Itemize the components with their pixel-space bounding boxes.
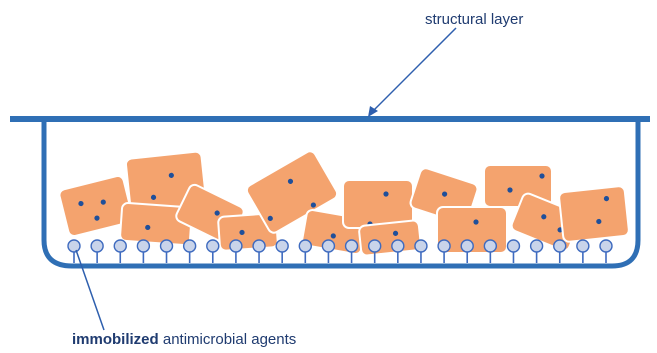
nucleus-dot bbox=[507, 187, 512, 192]
antimicrobial-agent-icon bbox=[91, 240, 103, 263]
agent-head bbox=[207, 240, 219, 252]
antimicrobial-agent-icon bbox=[299, 240, 311, 263]
agent-head bbox=[507, 240, 519, 252]
antimicrobial-agent-icon bbox=[230, 240, 242, 263]
antimicrobial-agent-icon bbox=[184, 240, 196, 263]
bottom-label: immobilized antimicrobial agents bbox=[72, 331, 296, 348]
agent-head bbox=[369, 240, 381, 252]
bottom-label-rest: antimicrobial agents bbox=[159, 331, 297, 348]
antimicrobial-agent-icon bbox=[600, 240, 612, 263]
structural-layer-bar bbox=[10, 116, 650, 122]
agent-head bbox=[68, 240, 80, 252]
agent-head bbox=[392, 240, 404, 252]
agent-head bbox=[91, 240, 103, 252]
agent-head bbox=[137, 240, 149, 252]
antimicrobial-agent-icon bbox=[68, 240, 80, 263]
agent-head bbox=[415, 240, 427, 252]
agent-head bbox=[461, 240, 473, 252]
antimicrobial-agent-icon bbox=[415, 240, 427, 263]
antimicrobial-agent-icon bbox=[161, 240, 173, 263]
agent-head bbox=[184, 240, 196, 252]
agent-head bbox=[346, 240, 358, 252]
antimicrobial-agent-icon bbox=[507, 240, 519, 263]
cell-body bbox=[559, 186, 630, 243]
agent-head bbox=[253, 240, 265, 252]
antimicrobial-agent-icon bbox=[276, 240, 288, 263]
antimicrobial-agent-icon bbox=[207, 240, 219, 263]
bacterial-cell-icon bbox=[359, 220, 422, 256]
bottom-label-bold: immobilized bbox=[72, 331, 159, 348]
agent-head bbox=[531, 240, 543, 252]
agent-head bbox=[577, 240, 589, 252]
cell-body bbox=[359, 220, 422, 256]
agent-head bbox=[322, 240, 334, 252]
antimicrobial-agent-icon bbox=[577, 240, 589, 263]
bacterial-cell-icon bbox=[559, 186, 630, 243]
agent-head bbox=[230, 240, 242, 252]
nucleus-dot bbox=[473, 219, 478, 224]
structural-layer-pointer bbox=[372, 28, 456, 112]
nucleus-dot bbox=[539, 173, 544, 178]
agent-head bbox=[276, 240, 288, 252]
agent-head bbox=[299, 240, 311, 252]
antimicrobial-agent-icon bbox=[531, 240, 543, 263]
antimicrobial-agent-icon bbox=[322, 240, 334, 263]
agent-head bbox=[554, 240, 566, 252]
structural-layer-label: structural layer bbox=[425, 11, 523, 28]
nucleus-dot bbox=[383, 191, 388, 196]
agent-head bbox=[484, 240, 496, 252]
antimicrobial-agent-icon bbox=[253, 240, 265, 263]
agent-head bbox=[438, 240, 450, 252]
antimicrobial-agent-icon bbox=[114, 240, 126, 263]
agents-pointer bbox=[76, 250, 104, 330]
agent-head bbox=[114, 240, 126, 252]
antimicrobial-agent-icon bbox=[137, 240, 149, 263]
agent-head bbox=[600, 240, 612, 252]
agent-head bbox=[161, 240, 173, 252]
antimicrobial-agent-icon bbox=[554, 240, 566, 263]
